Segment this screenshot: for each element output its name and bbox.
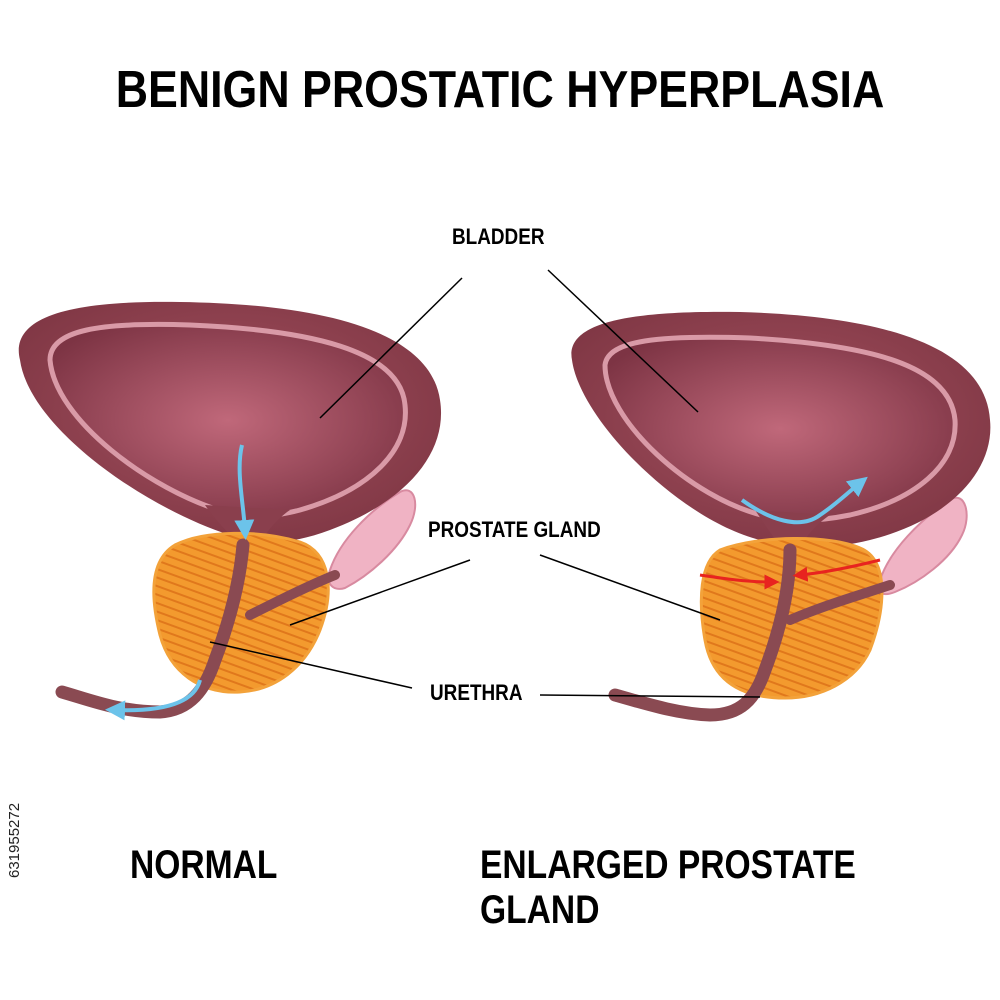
leader-urethra-normal <box>209 641 413 689</box>
bladder-lining-enlarged <box>602 334 958 523</box>
normal-anatomy <box>18 301 442 721</box>
leader-bladder-normal <box>319 277 463 419</box>
label-prostate-gland: PROSTATE GLAND <box>428 517 601 542</box>
leader-prostate-enlarged <box>539 554 721 621</box>
urethra-enlarged <box>608 543 797 722</box>
leader-bladder-enlarged <box>547 269 699 413</box>
urine-flow-arrow-normal <box>234 444 255 540</box>
caption-enlarged: ENLARGED PROSTATE GLAND <box>480 843 856 932</box>
leader-urethra-enlarged <box>539 694 761 698</box>
seminal-vesicle-left <box>327 489 417 590</box>
prostate-normal <box>152 531 330 694</box>
compression-arrow-right <box>792 558 881 582</box>
compression-arrow-left <box>699 573 780 590</box>
enlarged-anatomy <box>571 311 991 722</box>
label-bladder: BLADDER <box>452 224 545 249</box>
stock-id: 631955272 <box>6 802 23 878</box>
page-title: BENIGN PROSTATIC HYPERPLASIA <box>115 61 885 119</box>
caption-normal: NORMAL <box>130 843 278 887</box>
label-urethra: URETHRA <box>430 680 523 705</box>
urine-exit-arrow-normal <box>105 679 202 721</box>
bladder-lining-normal <box>47 321 408 519</box>
leader-lines <box>209 269 761 698</box>
urine-flow-arrow-enlarged <box>740 476 868 525</box>
duct-normal <box>245 570 340 620</box>
duct-enlarged <box>785 580 895 625</box>
seminal-vesicle-right <box>877 496 968 596</box>
leader-prostate-normal <box>289 559 471 626</box>
